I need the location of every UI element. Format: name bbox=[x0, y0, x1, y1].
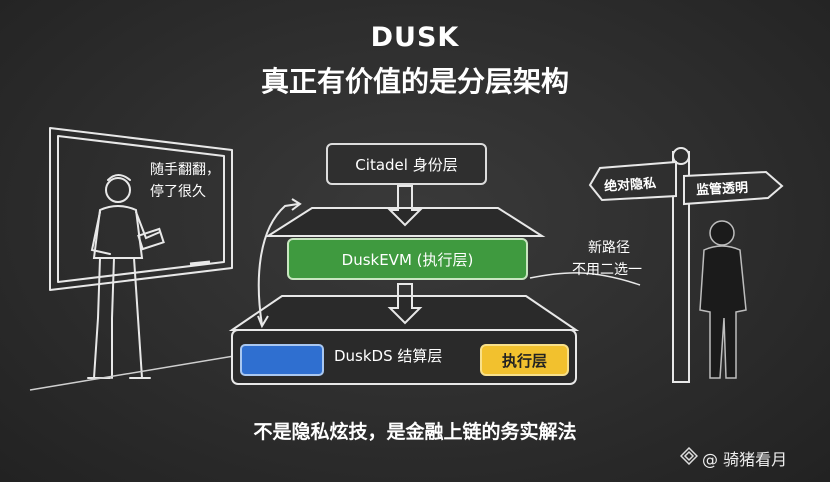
teacher-note-line2: 停了很久 bbox=[150, 184, 206, 200]
execution-badge-label: 执行层 bbox=[501, 351, 547, 370]
watermark-logo-icon bbox=[680, 447, 698, 465]
subtitle: 真正有价值的是分层架构 bbox=[260, 65, 569, 98]
citadel-layer-label: Citadel 身份层 bbox=[355, 155, 458, 174]
evm-layer-label: DuskEVM (执行层) bbox=[341, 250, 474, 269]
note-pointer-icon bbox=[529, 272, 641, 286]
path-note-line2: 不用二选一 bbox=[572, 262, 642, 278]
signpost-icon bbox=[588, 147, 784, 383]
loop-arrow-icon bbox=[257, 203, 299, 326]
blue-chip bbox=[240, 344, 324, 376]
down-arrow-icon bbox=[387, 185, 423, 325]
evm-platform-icon bbox=[264, 207, 546, 237]
teacher-note-line1: 随手翻翻， bbox=[150, 162, 220, 178]
footer-text: 不是隐私炫技，是金融上链的务实解法 bbox=[253, 421, 577, 443]
sign-right-label: 监管透明 bbox=[695, 180, 749, 199]
evm-layer-box: DuskEVM (执行层) bbox=[287, 238, 528, 280]
execution-badge: 执行层 bbox=[480, 344, 569, 376]
watermark-text: @ 骑猪看月 bbox=[702, 450, 788, 469]
sign-left-label: 绝对隐私 bbox=[603, 176, 657, 195]
path-note-line1: 新路径 bbox=[588, 240, 630, 256]
ds-layer-label: DuskDS 结算层 bbox=[334, 347, 443, 365]
title: DUSK bbox=[370, 22, 460, 53]
chalkboard-icon bbox=[49, 127, 233, 291]
citadel-layer-box: Citadel 身份层 bbox=[326, 143, 487, 185]
man-silhouette-icon bbox=[699, 220, 747, 379]
teacher-figure-icon bbox=[87, 174, 165, 379]
